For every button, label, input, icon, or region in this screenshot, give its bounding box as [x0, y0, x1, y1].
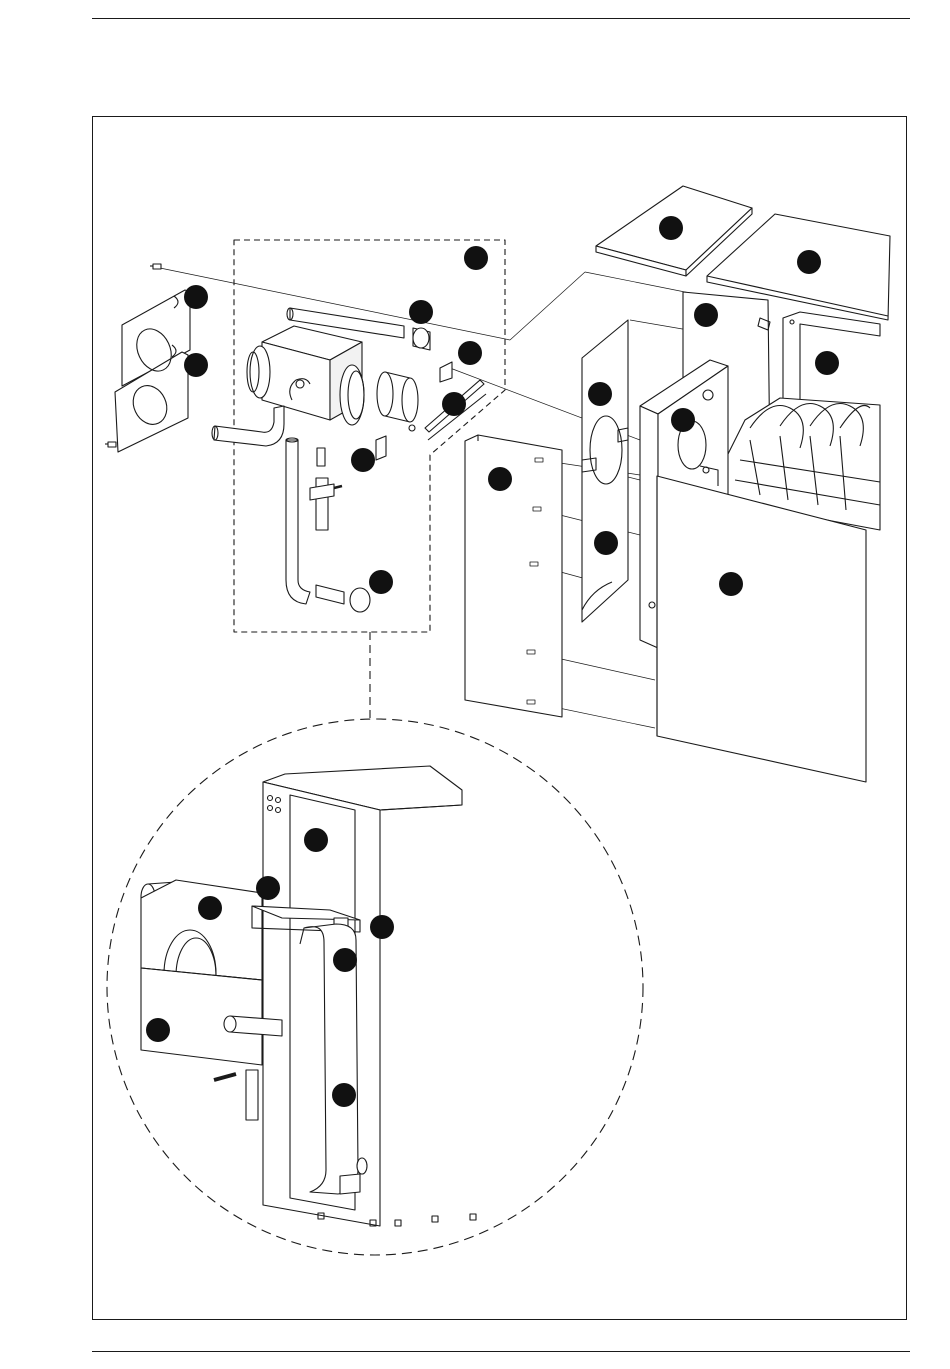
callout-detail-clamp: [370, 915, 394, 939]
callout-clip-small: [351, 448, 375, 472]
left-bracket-plate: [115, 290, 190, 452]
callout-detail-bracket-plate: [198, 896, 222, 920]
front-door-panel: [465, 435, 562, 717]
screw-left-top: [150, 264, 161, 269]
callout-top-panel: [797, 250, 821, 274]
screw-left-bottom: [105, 442, 116, 447]
callout-gasket-panel: [594, 531, 618, 555]
callout-insulation-panel: [588, 382, 612, 406]
callout-clip: [458, 341, 482, 365]
callout-casing: [719, 572, 743, 596]
flue-kit-parts: [212, 308, 486, 612]
callout-flue-kit: [464, 246, 488, 270]
callout-left-bracket-lower: [184, 353, 208, 377]
callout-flue-pipe: [409, 300, 433, 324]
callout-seal: [442, 392, 466, 416]
callout-front-panel: [488, 467, 512, 491]
callout-detail-spigot: [256, 876, 280, 900]
callout-detail-riser-pipe: [332, 1083, 356, 1107]
callout-top-cover: [659, 216, 683, 240]
callout-left-bracket-upper: [184, 285, 208, 309]
insulation-panel: [582, 320, 628, 622]
callout-detail-rear-panel: [304, 828, 328, 852]
callout-insulation-block: [671, 408, 695, 432]
callout-condensate-fitting: [369, 570, 393, 594]
callout-detail-pipe-bend: [333, 948, 357, 972]
callout-side-panel-right: [815, 351, 839, 375]
callout-rear-panel-frame: [694, 303, 718, 327]
callout-detail-lower-plate: [146, 1018, 170, 1042]
